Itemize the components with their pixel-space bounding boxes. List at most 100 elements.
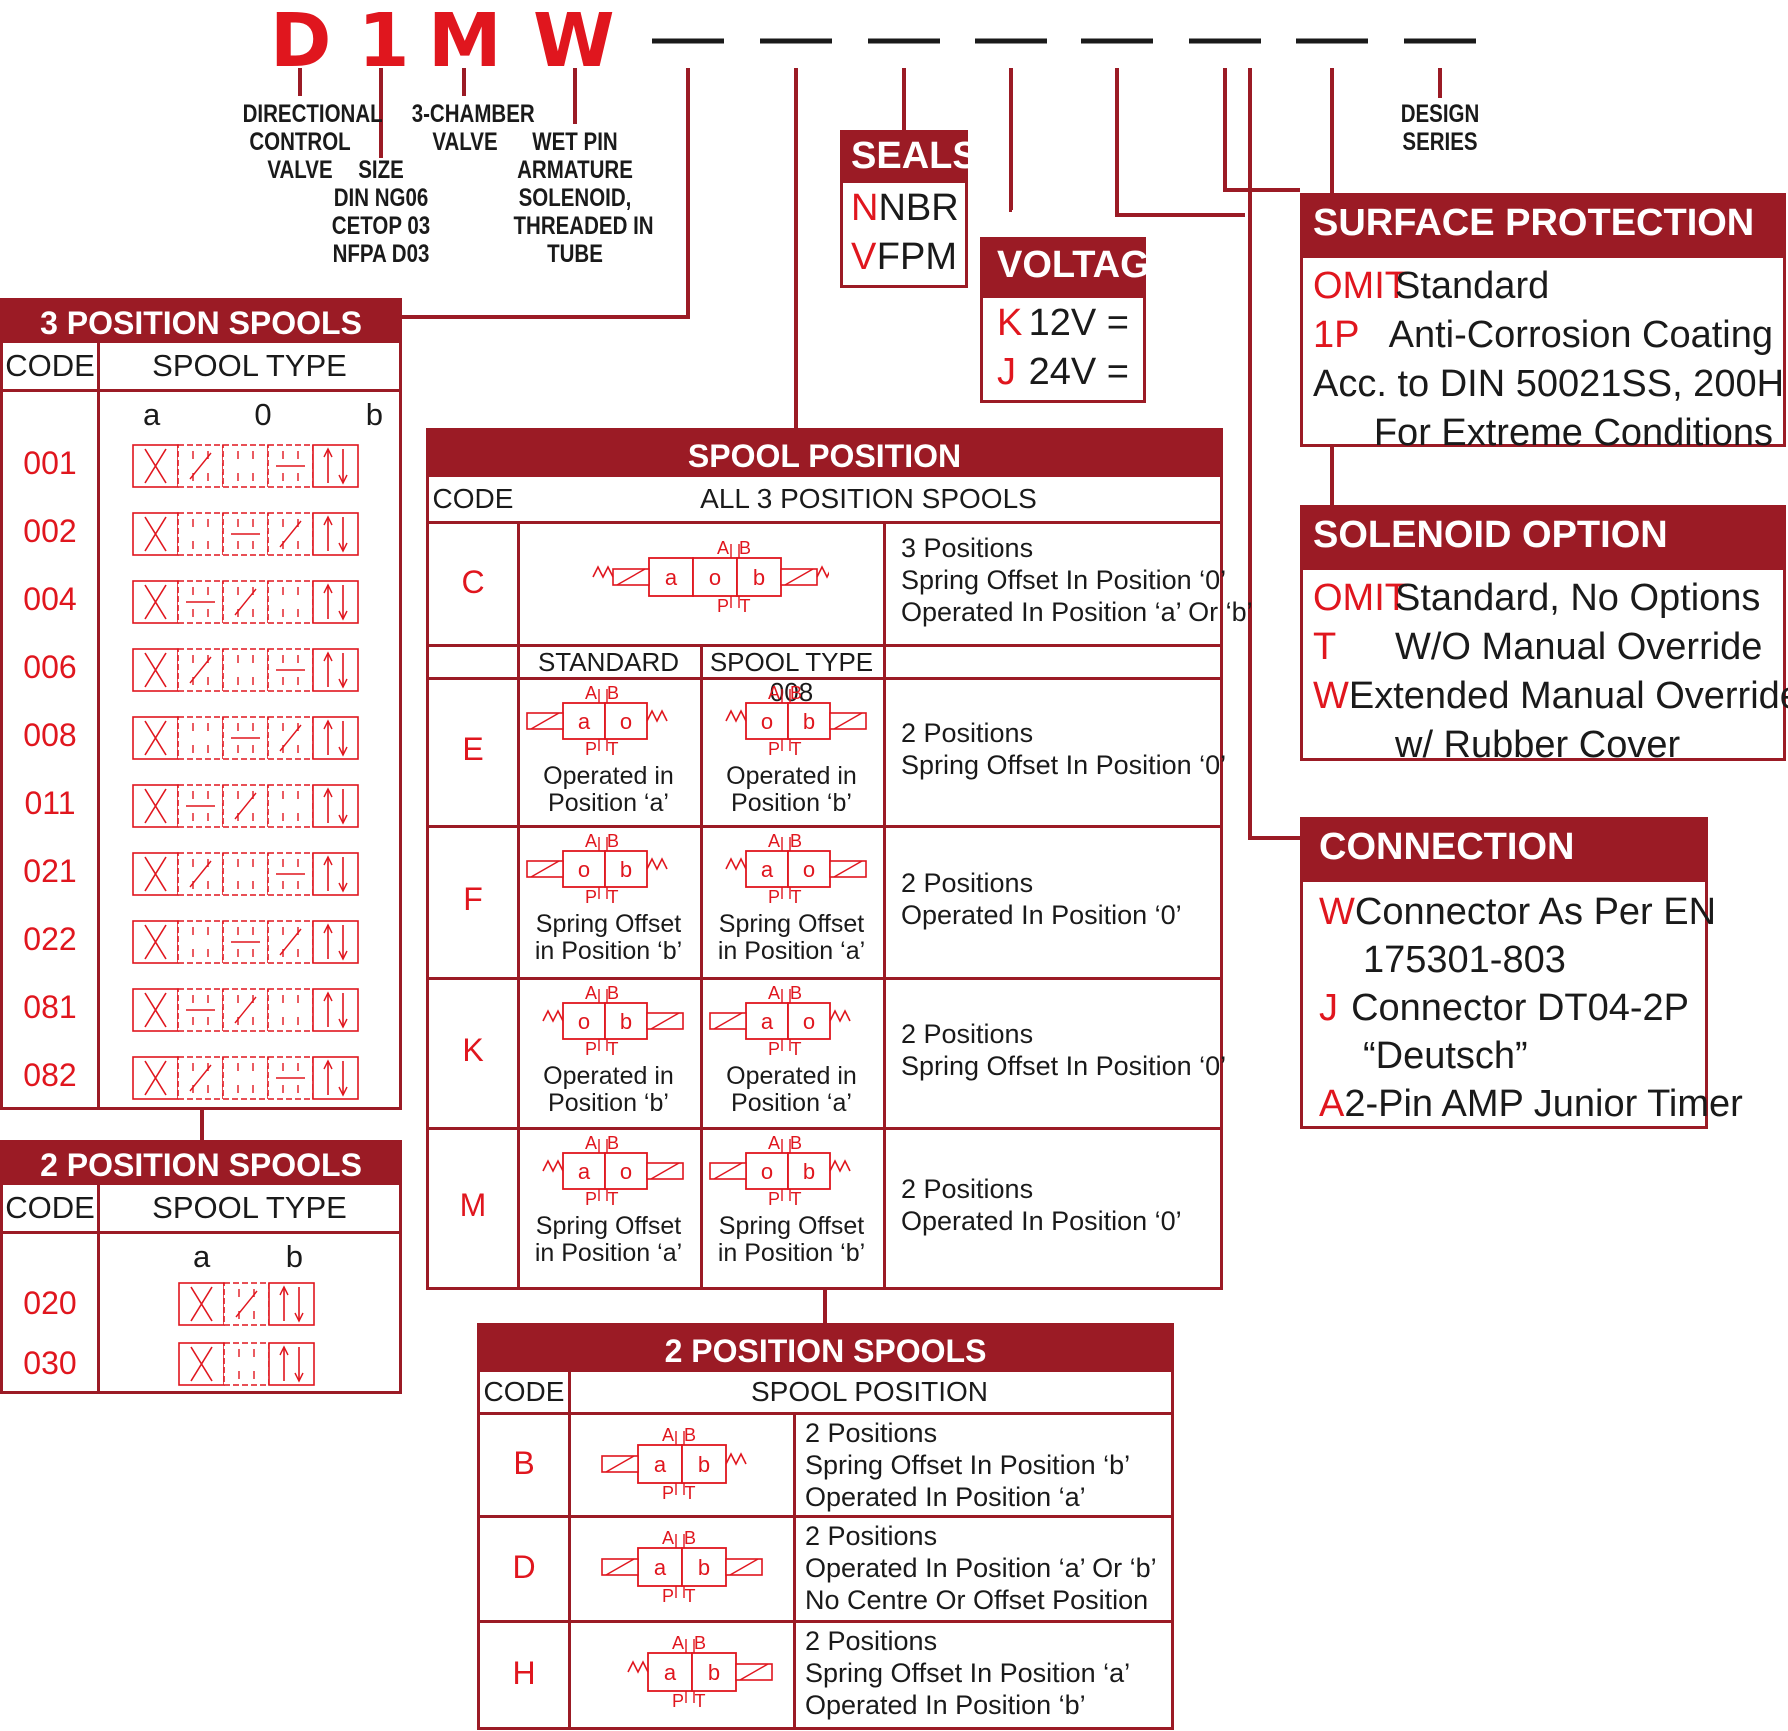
- caption-line: Spring Offset: [535, 910, 682, 938]
- svg-text:B: B: [790, 983, 802, 1003]
- spool-row: 004: [3, 567, 399, 635]
- svg-text:T: T: [791, 887, 802, 907]
- spool-code: 030: [23, 1345, 77, 1381]
- svg-text:o: o: [761, 1159, 773, 1184]
- svg-text:P: P: [662, 1586, 674, 1606]
- svg-text:T: T: [791, 1189, 802, 1209]
- connection-item: “Deutsch”: [1363, 1035, 1528, 1077]
- svg-text:P: P: [662, 1483, 674, 1503]
- spool-type-graphic: [132, 580, 359, 624]
- svg-text:a: a: [664, 1660, 677, 1685]
- svg-text:P: P: [768, 1189, 780, 1209]
- desc-line: 2 Positions: [805, 1521, 938, 1551]
- table-rule: [700, 647, 703, 1287]
- spool-position-code: E: [462, 731, 484, 767]
- spool-code: 020: [23, 1285, 77, 1321]
- desc-line: Operated In Position ‘a’ Or ‘b’: [805, 1553, 1157, 1583]
- table-rule: [793, 1412, 796, 1727]
- svg-text:T: T: [608, 887, 619, 907]
- svg-text:A: A: [662, 1528, 674, 1548]
- table-rule: [429, 644, 1220, 647]
- spool-code: 081: [23, 989, 77, 1025]
- svg-text:o: o: [578, 857, 590, 882]
- svg-text:P: P: [768, 739, 780, 759]
- svg-text:o: o: [803, 857, 815, 882]
- svg-text:b: b: [753, 565, 765, 590]
- svg-text:A: A: [768, 683, 780, 703]
- solenoid-option-title: SOLENOID OPTION: [1303, 508, 1783, 570]
- spool-position-title: SPOOL POSITION: [429, 431, 1220, 477]
- desc-line: 2 Positions: [901, 1174, 1034, 1204]
- svg-text:P: P: [585, 739, 597, 759]
- table-rule: [429, 521, 1220, 524]
- svg-text:a: a: [761, 1009, 774, 1034]
- two-position-code: H: [512, 1655, 536, 1691]
- svg-text:B: B: [790, 683, 802, 703]
- spool-code: 001: [23, 445, 77, 481]
- table-rule: [480, 1412, 1171, 1415]
- caption-line: Spring Offset: [718, 910, 865, 938]
- spool-position-code: F: [463, 881, 483, 917]
- desc-line: No Centre Or Offset Position: [805, 1585, 1149, 1615]
- svg-text:o: o: [803, 1009, 815, 1034]
- svg-text:B: B: [790, 831, 802, 851]
- three-position-title: 3 POSITION SPOOLS: [3, 301, 399, 343]
- table-rule: [429, 825, 1220, 828]
- svg-text:B: B: [684, 1425, 696, 1445]
- caption-line: Position ‘b’: [731, 789, 852, 817]
- col-code: CODE: [483, 1376, 565, 1407]
- svg-text:B: B: [739, 538, 751, 558]
- sub-standard: STANDARD: [537, 647, 680, 677]
- spool-row: 081: [3, 975, 399, 1043]
- svg-text:T: T: [608, 1189, 619, 1209]
- spool-type-graphic: [132, 1056, 359, 1100]
- desc-line: Spring Offset In Position ‘0’: [901, 750, 1227, 780]
- spool-type-symbol: [178, 1342, 315, 1386]
- svg-text:B: B: [694, 1633, 706, 1653]
- svg-text:b: b: [620, 1009, 632, 1034]
- svg-text:P: P: [585, 1189, 597, 1209]
- svg-text:T: T: [791, 739, 802, 759]
- desc-line: Operated In Position ‘0’: [901, 1206, 1182, 1236]
- spool-code: 002: [23, 513, 77, 549]
- svg-text:P: P: [717, 596, 729, 616]
- spool-type-graphic: [178, 1342, 315, 1386]
- spool-type-graphic: [132, 784, 359, 828]
- surface-item: Acc. to DIN 50021SS, 200H: [1313, 363, 1785, 405]
- svg-text:B: B: [607, 831, 619, 851]
- table-rule: [429, 977, 1220, 980]
- caption-line: Position ‘a’: [548, 789, 669, 817]
- desc-line: Spring Offset In Position ‘0’: [901, 1051, 1227, 1081]
- spool-code: 008: [23, 717, 77, 753]
- svg-text:o: o: [761, 709, 773, 734]
- desc-line: Operated In Position ‘b’: [805, 1690, 1086, 1720]
- desc-line: 3 Positions: [901, 533, 1034, 563]
- spool-code: 021: [23, 853, 77, 889]
- spool-type-graphic: [132, 648, 359, 692]
